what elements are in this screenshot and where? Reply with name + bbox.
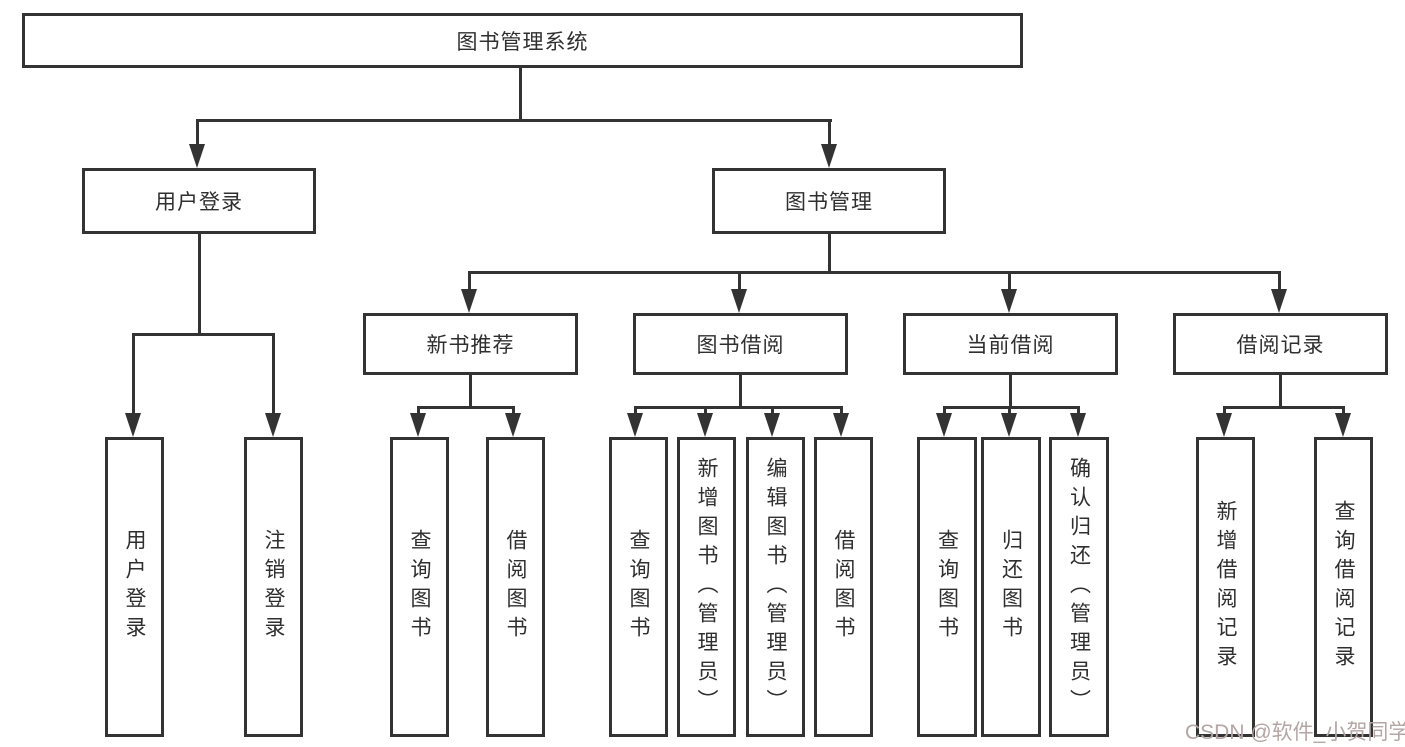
leaf-query-books-borrowing-label: 查询图书	[627, 529, 650, 645]
connector-line	[771, 406, 774, 416]
connector-line	[943, 406, 946, 416]
arrowhead-down-icon	[410, 413, 426, 437]
connector-line	[196, 119, 199, 147]
arrowhead-down-icon	[833, 413, 849, 437]
arrowhead-down-icon	[1335, 413, 1351, 437]
arrowhead-down-icon	[189, 144, 205, 168]
node-book-borrowing: 图书借阅	[633, 313, 848, 375]
connector-line	[739, 375, 742, 409]
connector-line	[512, 406, 515, 416]
leaf-query-books-current: 查询图书	[917, 437, 977, 737]
connector-line	[1278, 271, 1281, 292]
leaf-query-books-current-label: 查询图书	[935, 529, 959, 645]
arrowhead-down-icon	[627, 413, 643, 437]
leaf-query-borrow-record-label: 查询借阅记录	[1332, 500, 1355, 674]
leaf-borrow-books-recommend: 借阅图书	[486, 437, 545, 737]
arrowhead-down-icon	[821, 144, 837, 168]
leaf-logout-label: 注销登录	[262, 529, 285, 645]
node-book-management-label: 图书管理	[785, 191, 873, 214]
connector-line	[1279, 375, 1282, 409]
arrowhead-down-icon	[764, 413, 780, 437]
csdn-watermark: CSDN @软件_小贺同学	[1185, 721, 1405, 744]
connector-line	[417, 406, 420, 416]
leaf-confirm-return-admin: 确认归还（管理员）	[1049, 437, 1109, 737]
connector-line	[1008, 406, 1011, 416]
leaf-borrow-books: 借阅图书	[814, 437, 873, 737]
leaf-query-books-recommend: 查询图书	[390, 437, 449, 737]
node-book-borrowing-label: 图书借阅	[696, 334, 785, 357]
connector-line	[417, 406, 515, 409]
node-user-login: 用户登录	[82, 168, 316, 234]
node-current-borrowing: 当前借阅	[903, 313, 1118, 375]
leaf-edit-books-admin-label: 编辑图书（管理员）	[764, 456, 787, 718]
connector-line	[198, 234, 201, 336]
leaf-logout: 注销登录	[244, 437, 303, 737]
connector-line	[634, 406, 637, 416]
connector-line	[840, 406, 843, 416]
connector-line	[469, 375, 472, 409]
connector-line	[1342, 406, 1345, 416]
arrowhead-down-icon	[1001, 413, 1017, 437]
leaf-borrow-books-label: 借阅图书	[832, 529, 855, 645]
arrowhead-down-icon	[936, 413, 952, 437]
arrowhead-down-icon	[265, 413, 281, 437]
connector-line	[1223, 406, 1226, 416]
leaf-query-books-borrowing: 查询图书	[609, 437, 668, 737]
arrowhead-down-icon	[731, 289, 747, 313]
arrowhead-down-icon	[461, 289, 477, 313]
leaf-return-books: 归还图书	[981, 437, 1041, 737]
connector-line	[132, 333, 135, 416]
leaf-add-books-admin-label: 新增图书（管理员）	[695, 456, 718, 718]
connector-line	[468, 271, 471, 292]
connector-line	[132, 333, 275, 336]
leaf-edit-books-admin: 编辑图书（管理员）	[746, 437, 805, 737]
connector-line	[1223, 406, 1345, 409]
connector-line	[468, 271, 1281, 274]
leaf-query-books-recommend-label: 查询图书	[408, 529, 431, 645]
arrowhead-down-icon	[1070, 413, 1086, 437]
connector-line	[738, 271, 741, 292]
arrowhead-down-icon	[125, 413, 141, 437]
node-new-book-recommendation: 新书推荐	[363, 313, 578, 375]
arrowhead-down-icon	[1216, 413, 1232, 437]
connector-line	[1008, 271, 1011, 292]
connector-line	[272, 333, 275, 416]
leaf-add-borrow-record: 新增借阅记录	[1196, 437, 1255, 737]
leaf-add-borrow-record-label: 新增借阅记录	[1214, 500, 1237, 674]
arrowhead-down-icon	[1001, 289, 1017, 313]
connector-line	[1077, 406, 1080, 416]
arrowhead-down-icon	[505, 413, 521, 437]
arrowhead-down-icon	[697, 413, 713, 437]
leaf-return-books-label: 归还图书	[999, 529, 1023, 645]
node-current-borrowing-label: 当前借阅	[966, 334, 1055, 357]
node-new-book-recommendation-label: 新书推荐	[426, 334, 515, 357]
connector-line	[519, 68, 522, 122]
leaf-add-books-admin: 新增图书（管理员）	[677, 437, 736, 737]
connector-line	[943, 406, 1080, 409]
node-book-management: 图书管理	[712, 168, 946, 234]
node-user-login-label: 用户登录	[155, 191, 243, 214]
leaf-user-login-label: 用户登录	[123, 529, 146, 645]
node-root: 图书管理系统	[22, 13, 1023, 68]
leaf-user-login: 用户登录	[105, 437, 164, 737]
connector-line	[704, 406, 707, 416]
node-borrowing-records: 借阅记录	[1173, 313, 1388, 375]
connector-line	[828, 234, 831, 274]
node-root-label: 图书管理系统	[456, 30, 589, 54]
leaf-query-borrow-record: 查询借阅记录	[1314, 437, 1373, 737]
leaf-confirm-return-admin-label: 确认归还（管理员）	[1067, 456, 1091, 718]
leaf-borrow-books-recommend-label: 借阅图书	[504, 529, 527, 645]
arrowhead-down-icon	[1271, 289, 1287, 313]
node-borrowing-records-label: 借阅记录	[1236, 334, 1325, 357]
connector-line	[828, 119, 831, 147]
connector-line	[1009, 375, 1012, 409]
connector-line	[634, 406, 843, 409]
connector-line	[196, 119, 832, 122]
